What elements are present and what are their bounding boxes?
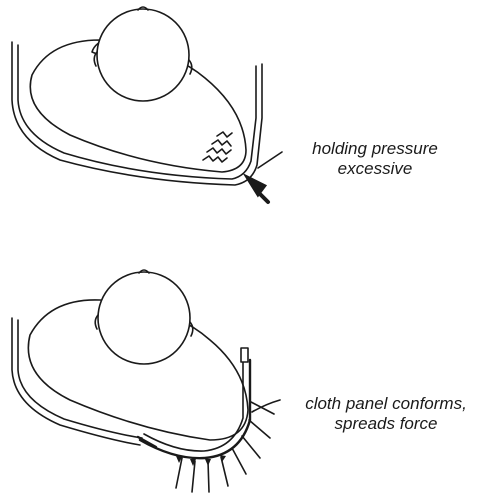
- bottom-infant-head: [95, 270, 193, 364]
- bottom-annotation: cloth panel conforms, spreads force: [286, 394, 486, 434]
- top-annotation: holding pressure excessive: [290, 139, 460, 179]
- top-annotation-line1: holding pressure: [290, 139, 460, 159]
- bottom-annotation-line2: spreads force: [286, 414, 486, 434]
- bottom-annotation-line1: cloth panel conforms,: [286, 394, 486, 414]
- top-annotation-line2: excessive: [290, 159, 460, 179]
